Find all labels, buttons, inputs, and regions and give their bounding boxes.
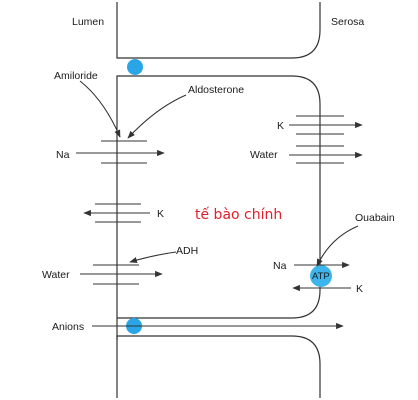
- aldosterone-label: Aldosterone: [188, 84, 244, 96]
- adh-pointer: [129, 251, 177, 264]
- k-right-top-label: K: [277, 120, 284, 132]
- k-left-label: K: [157, 208, 164, 220]
- principal-cell-membrane: [116, 75, 321, 340]
- na-left-label: Na: [56, 149, 70, 161]
- atp-label: ATP: [312, 271, 330, 282]
- aldosterone-pointer: [127, 94, 187, 139]
- ouabain-pointer: [316, 225, 359, 267]
- lower-cell-wall: [116, 335, 321, 398]
- amiloride-pointer: [79, 80, 121, 138]
- upper-cell-wall: [116, 2, 321, 59]
- na-pump-label: Na: [273, 260, 287, 272]
- k-pump-label: K: [356, 283, 363, 295]
- anions-label: Anions: [52, 321, 84, 333]
- cell-name-label: tế bào chính: [195, 206, 282, 223]
- tight-junction-top: [127, 59, 143, 75]
- lumen-label: Lumen: [72, 16, 104, 28]
- adh-label: ADH: [176, 245, 198, 257]
- amiloride-label: Amiloride: [54, 70, 98, 82]
- water-right-label: Water: [250, 149, 278, 161]
- serosa-label: Serosa: [331, 16, 364, 28]
- ouabain-label: Ouabain: [355, 212, 395, 224]
- na-k-atpase-pump: [310, 265, 332, 287]
- water-left-label: Water: [42, 269, 70, 281]
